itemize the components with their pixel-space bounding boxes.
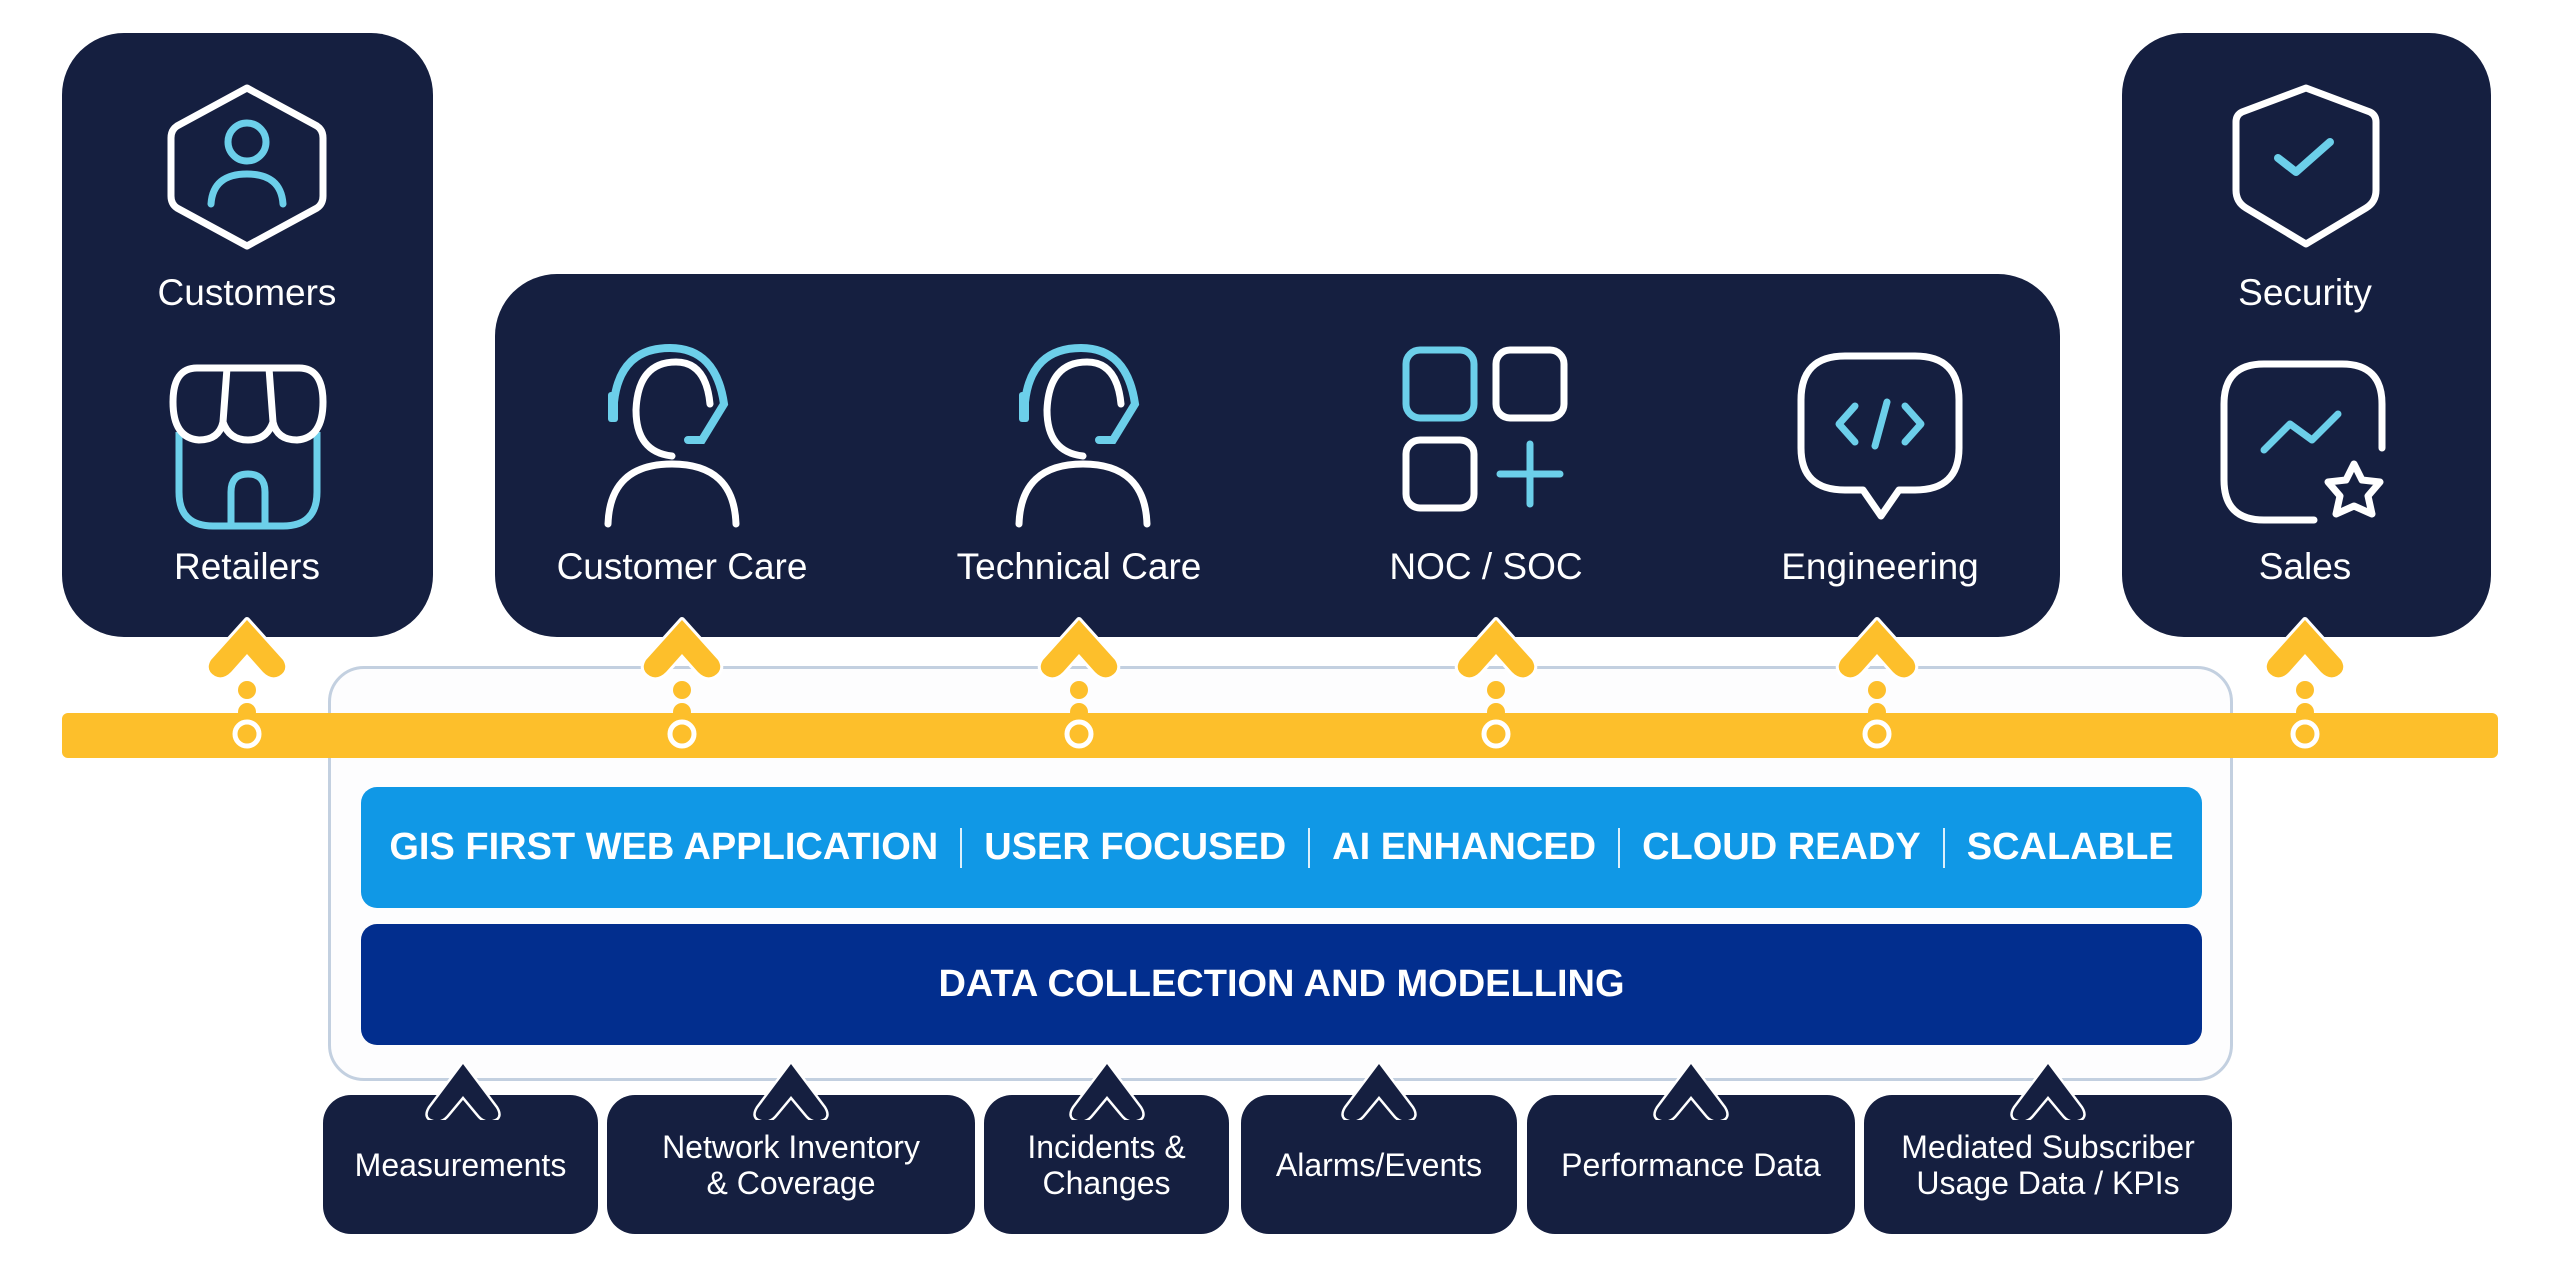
source-line: Performance Data [1561,1146,1821,1183]
data-layer-band: DATA COLLECTION AND MODELLING [361,924,2202,1045]
source-line: Network Inventory [662,1128,920,1165]
feature-scalable: SCALABLE [1966,826,2174,868]
headset-agent-icon [1015,343,1151,528]
label-customer-care: Customer Care [556,546,808,587]
code-chat-icon [1797,352,1963,520]
source-line: Mediated Subscriber [1901,1128,2195,1165]
up-arrow-icon-customer-care [640,617,724,749]
label-security: Security [2238,272,2372,313]
storefront-icon [169,364,327,530]
up-arrow-icon-security-sales [2263,617,2347,749]
shield-check-icon [2232,84,2380,248]
caret-up-icon-alarms [1341,1061,1417,1120]
consumer-card-right [2122,33,2491,637]
caret-up-icon-mediated [2010,1061,2086,1120]
caret-up-icon-network-inventory [753,1061,829,1120]
feature-separator [1308,827,1311,868]
user-hexagon-icon [167,84,327,250]
label-sales: Sales [2258,546,2352,587]
up-arrow-icon-customers [205,617,289,749]
source-line: Measurements [354,1146,567,1183]
source-performance-data: Performance Data [1527,1095,1855,1234]
source-measurements: Measurements [323,1095,598,1234]
up-arrow-icon-engineering [1835,617,1919,749]
source-line: Changes [1042,1164,1171,1201]
up-arrow-icon-technical-care [1037,617,1121,749]
source-incidents-changes: Incidents &Changes [984,1095,1229,1234]
feature-cloud-ready: CLOUD READY [1642,826,1921,868]
chart-star-icon [2220,360,2386,524]
integration-bus [62,713,2498,758]
feature-ai-enhanced: AI ENHANCED [1332,826,1597,868]
source-network-inventory: Network Inventory& Coverage [607,1095,975,1234]
label-technical-care: Technical Care [956,546,1202,587]
feature-band: GIS FIRST WEB APPLICATION USER FOCUSED A… [361,787,2202,908]
headset-agent-icon [604,343,740,528]
label-noc-soc: NOC / SOC [1389,546,1583,587]
label-engineering: Engineering [1781,546,1979,587]
up-arrow-icon-noc-soc [1454,617,1538,749]
source-line: Usage Data / KPIs [1916,1164,2180,1201]
caret-up-icon-measurements [425,1061,501,1120]
grid-plus-icon [1402,346,1568,512]
caret-up-icon-incidents [1069,1061,1145,1120]
feature-separator [1942,827,1945,868]
source-line: Incidents & [1027,1128,1186,1165]
feature-user-focused: USER FOCUSED [984,826,1287,868]
label-retailers: Retailers [174,546,320,587]
feature-separator [1618,827,1621,868]
label-customers: Customers [157,272,337,313]
source-line: & Coverage [706,1164,876,1201]
feature-separator [960,827,963,868]
data-layer-label: DATA COLLECTION AND MODELLING [938,963,1625,1005]
source-alarms-events: Alarms/Events [1241,1095,1517,1234]
consumer-card-left [62,33,433,637]
feature-gis-first: GIS FIRST WEB APPLICATION [389,826,939,868]
source-line: Alarms/Events [1275,1146,1483,1183]
caret-up-icon-performance [1653,1061,1729,1120]
